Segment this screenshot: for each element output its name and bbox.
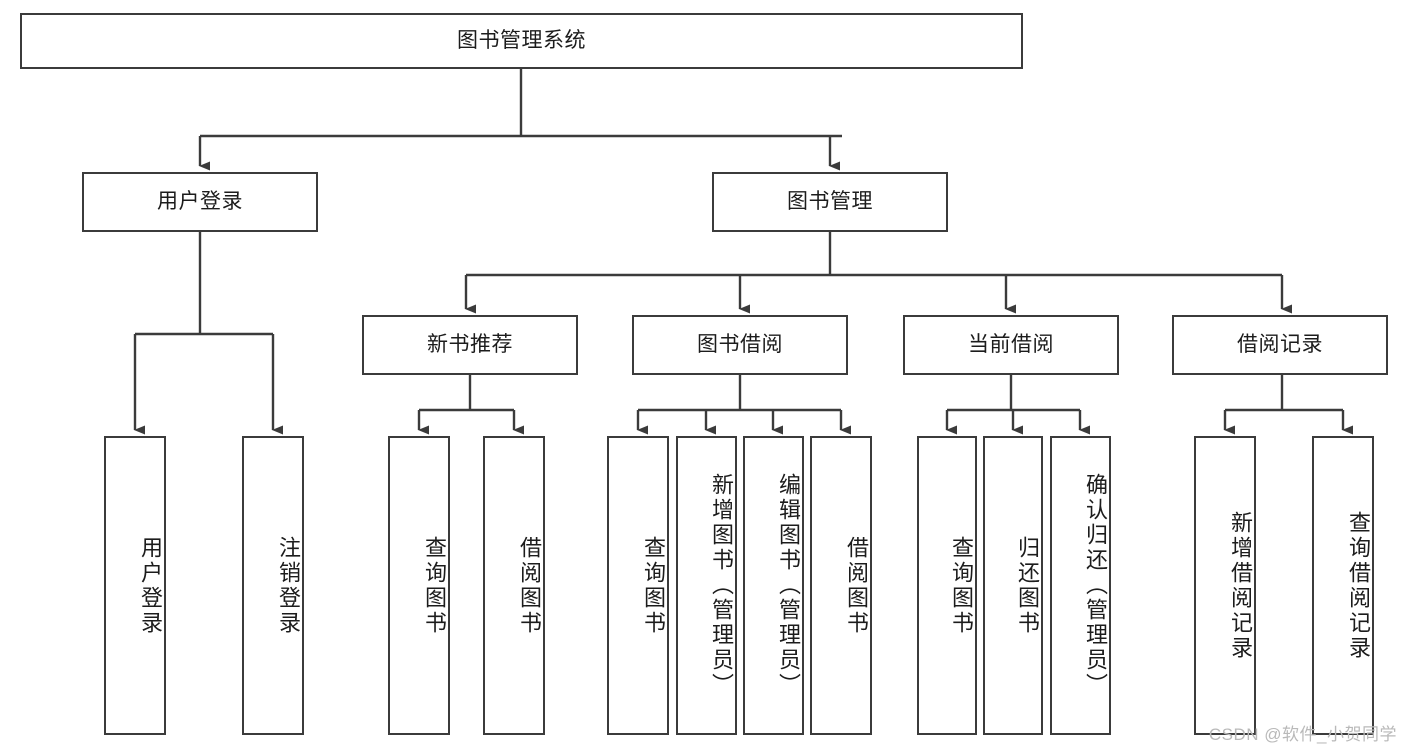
node-user-login-label: 用户登录 [157,190,243,214]
node-new-book-recommend-label: 新书推荐 [427,333,513,357]
leaf-user-login-label: 用户登录 [138,535,163,636]
leaf-return-book-label: 归还图书 [1015,535,1040,636]
leaf-add-borrow-record-label: 新增借阅记录 [1228,510,1253,661]
node-root-label: 图书管理系统 [457,29,586,53]
leaf-query-book-recommend[interactable]: 查询图书 [388,436,450,735]
leaf-lend-book-label: 借阅图书 [844,535,869,636]
leaf-edit-book-admin-label: 编辑图书（管理员） [776,473,801,698]
node-book-management[interactable]: 图书管理 [712,172,948,232]
leaf-confirm-return-admin[interactable]: 确认归还（管理员） [1050,436,1111,735]
watermark: CSDN @软件_小贺同学 [1208,725,1397,744]
leaf-lend-book[interactable]: 借阅图书 [810,436,872,735]
leaf-logout-label: 注销登录 [276,535,301,636]
node-book-borrow[interactable]: 图书借阅 [632,315,848,375]
leaf-query-book-current-label: 查询图书 [949,535,974,636]
node-root[interactable]: 图书管理系统 [20,13,1023,69]
leaf-return-book[interactable]: 归还图书 [983,436,1043,735]
leaf-logout[interactable]: 注销登录 [242,436,304,735]
node-borrow-record[interactable]: 借阅记录 [1172,315,1388,375]
leaf-add-book-admin-label: 新增图书（管理员） [709,473,734,698]
node-current-borrow-label: 当前借阅 [968,333,1054,357]
leaf-borrow-book-recommend[interactable]: 借阅图书 [483,436,545,735]
leaf-add-book-admin[interactable]: 新增图书（管理员） [676,436,737,735]
leaf-query-book-borrow-label: 查询图书 [641,535,666,636]
leaf-add-borrow-record[interactable]: 新增借阅记录 [1194,436,1256,735]
leaf-borrow-book-recommend-label: 借阅图书 [517,535,542,636]
leaf-query-borrow-record[interactable]: 查询借阅记录 [1312,436,1374,735]
node-book-borrow-label: 图书借阅 [697,333,783,357]
leaf-query-book-borrow[interactable]: 查询图书 [607,436,669,735]
node-book-management-label: 图书管理 [787,190,873,214]
leaf-query-borrow-record-label: 查询借阅记录 [1346,510,1371,661]
node-user-login[interactable]: 用户登录 [82,172,318,232]
node-borrow-record-label: 借阅记录 [1237,333,1323,357]
node-new-book-recommend[interactable]: 新书推荐 [362,315,578,375]
leaf-query-book-current[interactable]: 查询图书 [917,436,977,735]
node-current-borrow[interactable]: 当前借阅 [903,315,1119,375]
leaf-edit-book-admin[interactable]: 编辑图书（管理员） [743,436,804,735]
leaf-query-book-recommend-label: 查询图书 [422,535,447,636]
leaf-confirm-return-admin-label: 确认归还（管理员） [1083,473,1108,698]
leaf-user-login[interactable]: 用户登录 [104,436,166,735]
